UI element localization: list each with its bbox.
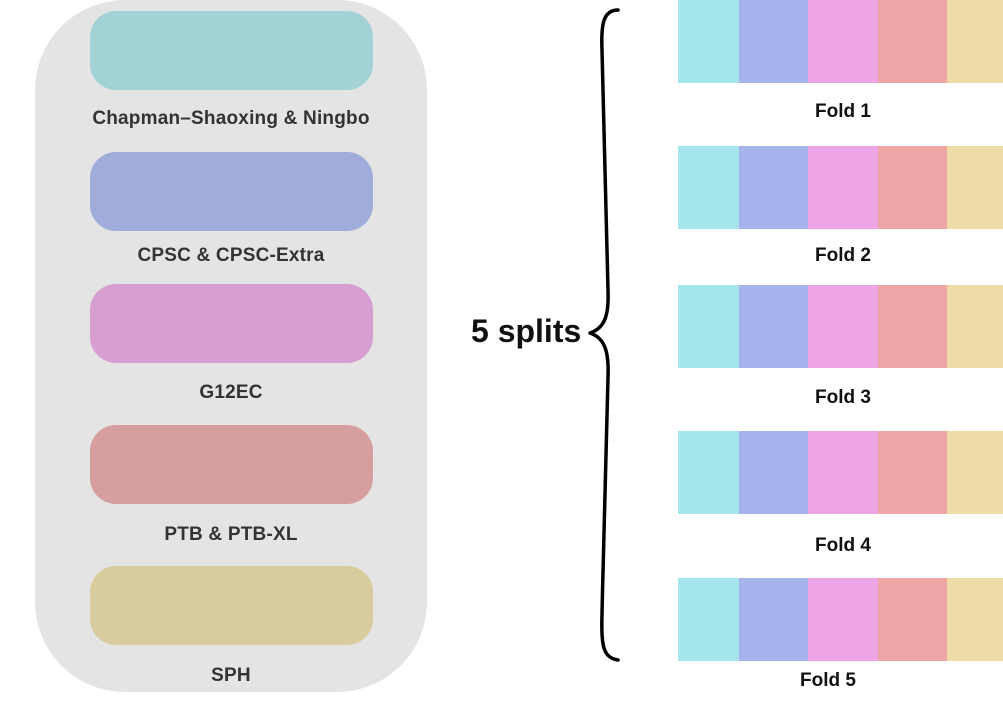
dataset-pill-sph bbox=[90, 566, 373, 645]
fold-bar-2 bbox=[678, 146, 1003, 229]
fold-label-4: Fold 4 bbox=[815, 535, 871, 556]
fold-label-2: Fold 2 bbox=[815, 245, 871, 266]
fold-5-segment-2 bbox=[739, 578, 808, 661]
fold-5-segment-1 bbox=[678, 578, 739, 661]
fold-3-segment-4 bbox=[878, 285, 947, 368]
fold-2-segment-3 bbox=[808, 146, 878, 229]
fold-bar-1 bbox=[678, 0, 1003, 83]
fold-5-segment-3 bbox=[808, 578, 878, 661]
curly-brace-icon bbox=[588, 8, 620, 662]
fold-label-5: Fold 5 bbox=[800, 670, 856, 691]
splits-label: 5 splits bbox=[471, 313, 582, 349]
fold-3-segment-3 bbox=[808, 285, 878, 368]
fold-5-segment-5 bbox=[947, 578, 1003, 661]
dataset-label-cpsc: CPSC & CPSC-Extra bbox=[137, 245, 325, 266]
fold-bar-3 bbox=[678, 285, 1003, 368]
fold-4-segment-5 bbox=[947, 431, 1003, 514]
fold-bar-4 bbox=[678, 431, 1003, 514]
fold-5-segment-4 bbox=[878, 578, 947, 661]
fold-1-segment-3 bbox=[808, 0, 878, 83]
dataset-pill-cpsc bbox=[90, 152, 373, 231]
fold-4-segment-2 bbox=[739, 431, 808, 514]
fold-2-segment-1 bbox=[678, 146, 739, 229]
fold-2-segment-4 bbox=[878, 146, 947, 229]
dataset-label-sph: SPH bbox=[211, 665, 251, 686]
fold-2-segment-2 bbox=[739, 146, 808, 229]
fold-3-segment-2 bbox=[739, 285, 808, 368]
fold-4-segment-1 bbox=[678, 431, 739, 514]
fold-label-1: Fold 1 bbox=[815, 101, 871, 122]
fold-4-segment-4 bbox=[878, 431, 947, 514]
dataset-label-ptb: PTB & PTB-XL bbox=[164, 524, 298, 545]
fold-1-segment-2 bbox=[739, 0, 808, 83]
fold-3-segment-5 bbox=[947, 285, 1003, 368]
fold-bar-5 bbox=[678, 578, 1003, 661]
fold-label-3: Fold 3 bbox=[815, 387, 871, 408]
dataset-label-g12ec: G12EC bbox=[199, 382, 263, 403]
fold-1-segment-4 bbox=[878, 0, 947, 83]
fold-1-segment-5 bbox=[947, 0, 1003, 83]
fold-3-segment-1 bbox=[678, 285, 739, 368]
dataset-pill-chapman bbox=[90, 11, 373, 90]
fold-1-segment-1 bbox=[678, 0, 739, 83]
dataset-pill-g12ec bbox=[90, 284, 373, 363]
dataset-pill-ptb bbox=[90, 425, 373, 504]
dataset-label-chapman: Chapman–Shaoxing & Ningbo bbox=[92, 108, 370, 129]
fold-2-segment-5 bbox=[947, 146, 1003, 229]
fold-4-segment-3 bbox=[808, 431, 878, 514]
